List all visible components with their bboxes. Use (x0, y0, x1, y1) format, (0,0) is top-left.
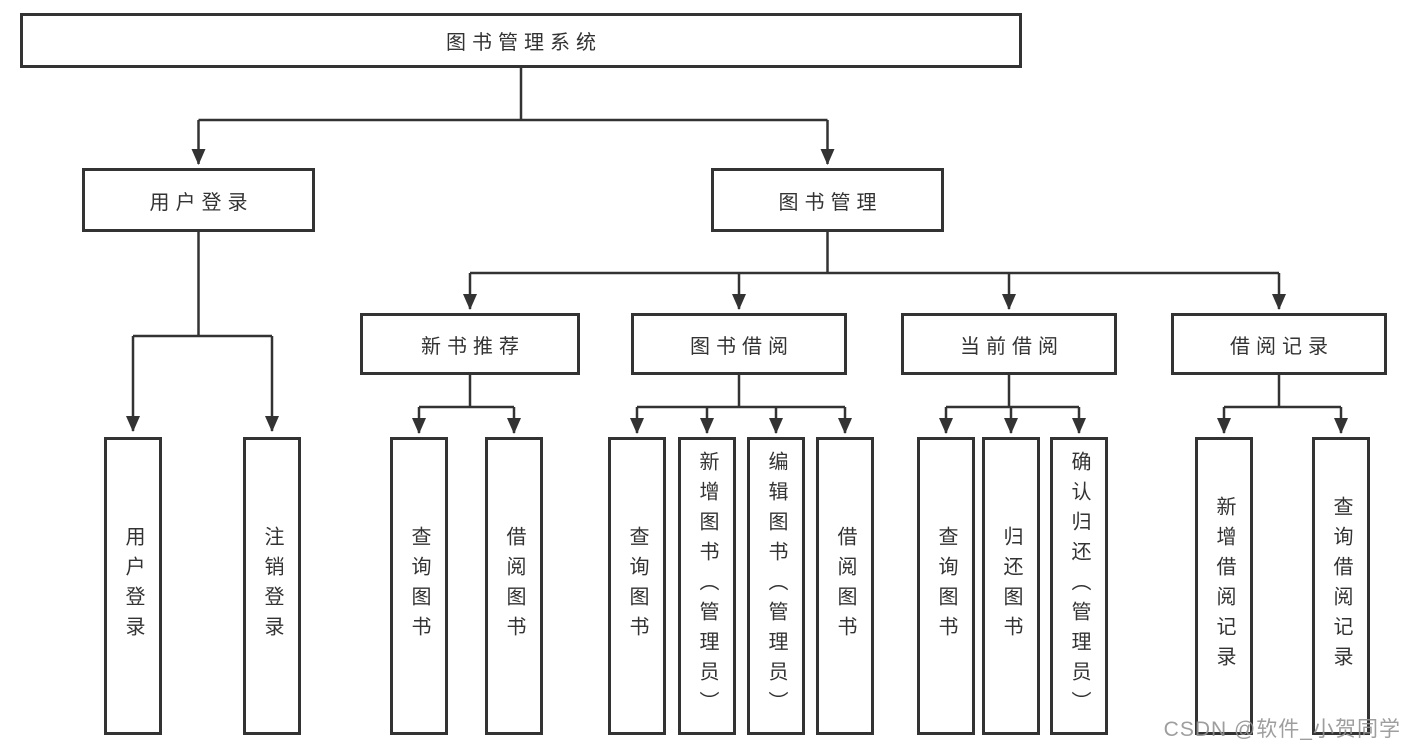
node-new-book-recommend: 新书推荐 (360, 313, 580, 375)
node-user-login: 用户登录 (82, 168, 315, 232)
leaf-query-books-recommend: 查询图书 (390, 437, 448, 735)
leaf-query-books-borrow: 查询图书 (608, 437, 666, 735)
leaf-borrow-books-recommend: 借阅图书 (485, 437, 543, 735)
leaf-query-borrow-record: 查询借阅记录 (1312, 437, 1370, 735)
leaf-borrow-books: 借阅图书 (816, 437, 874, 735)
leaf-confirm-return-admin: 确认归还（管理员） (1050, 437, 1108, 735)
leaf-add-borrow-record: 新增借阅记录 (1195, 437, 1253, 735)
leaf-logout: 注销登录 (243, 437, 301, 735)
leaf-edit-book-admin: 编辑图书（管理员） (747, 437, 805, 735)
leaf-user-login: 用户登录 (104, 437, 162, 735)
node-root-library-system: 图书管理系统 (20, 13, 1022, 68)
node-current-borrow: 当前借阅 (901, 313, 1117, 375)
leaf-return-book: 归还图书 (982, 437, 1040, 735)
node-book-management: 图书管理 (711, 168, 944, 232)
leaf-query-books-current: 查询图书 (917, 437, 975, 735)
leaf-add-book-admin: 新增图书（管理员） (678, 437, 736, 735)
node-book-borrow: 图书借阅 (631, 313, 847, 375)
csdn-watermark: CSDN @软件_小贺同学 (1163, 718, 1401, 741)
node-borrow-records: 借阅记录 (1171, 313, 1387, 375)
